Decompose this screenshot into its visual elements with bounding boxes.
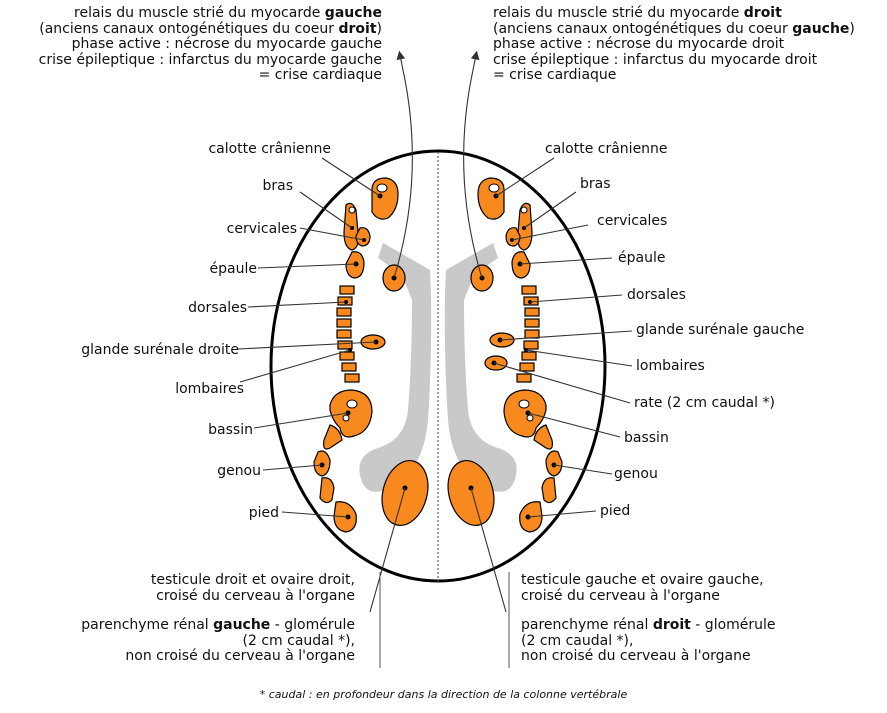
- top-right-line3: phase active : nécrose du myocarde droit: [493, 37, 855, 53]
- left-dorsal-seg: [337, 319, 351, 327]
- label-right-spleen: rate (2 cm caudal *): [634, 395, 775, 411]
- bottom-left-line4: (2 cm caudal *),: [81, 634, 355, 650]
- label-right-skull: calotte crânienne: [545, 141, 668, 157]
- label-right-pelvis: bassin: [624, 430, 669, 446]
- bottom-left-line3-post: - glomérule: [270, 617, 355, 633]
- bottom-right-line3: parenchyme rénal: [521, 617, 653, 633]
- right-leg-spot: [534, 425, 552, 449]
- label-left-shoulder: épaule: [210, 261, 257, 277]
- right-lumbar-seg: [517, 374, 531, 382]
- left-dorsal-seg: [338, 341, 352, 349]
- bottom-right-line3-bold: droit: [653, 617, 691, 633]
- label-left-pelvis: bassin: [208, 422, 253, 438]
- bottom-right-text-block: testicule gauche et ovaire gauche, crois…: [521, 573, 776, 665]
- left-dorsal-seg: [340, 286, 354, 294]
- top-right-line1: relais du muscle strié du myocarde: [493, 5, 744, 21]
- top-left-line2-bold: droit: [338, 21, 376, 37]
- top-left-line3: phase active : nécrose du myocarde gauch…: [39, 37, 382, 53]
- footnote: * caudal : en profondeur dans la directi…: [0, 688, 887, 701]
- left-dorsal-seg: [337, 308, 351, 316]
- bottom-left-text-block: testicule droit et ovaire droit, croisé …: [81, 573, 355, 665]
- top-right-line2: (anciens canaux ontogénétiques du coeur: [493, 21, 792, 37]
- top-left-line1: relais du muscle strié du myocarde: [74, 5, 325, 21]
- top-right-line5: = crise cardiaque: [493, 68, 855, 84]
- label-right-dorsal: dorsales: [627, 287, 686, 303]
- right-shin-spot: [542, 478, 556, 503]
- left-skull-spot: [372, 178, 398, 219]
- top-right-text-block: relais du muscle strié du myocarde droit…: [493, 6, 855, 84]
- top-left-text-block: relais du muscle strié du myocarde gauch…: [39, 6, 382, 84]
- label-left-skull: calotte crânienne: [208, 141, 331, 157]
- right-dorsal-seg: [525, 308, 539, 316]
- bottom-right-line4: (2 cm caudal *),: [521, 634, 776, 650]
- left-dorsal-seg: [337, 330, 351, 338]
- bottom-left-line3: parenchyme rénal: [81, 617, 213, 633]
- right-dorsal-seg: [522, 286, 536, 294]
- label-right-foot: pied: [600, 503, 630, 519]
- bottom-right-line5: non croisé du cerveau à l'organe: [521, 649, 776, 665]
- top-right-line4: crise épileptique : infarctus du myocard…: [493, 53, 855, 69]
- label-left-knee: genou: [217, 463, 261, 479]
- label-left-lumbar: lombaires: [175, 381, 244, 397]
- label-right-arm: bras: [580, 176, 611, 192]
- top-left-line4: crise épileptique : infarctus du myocard…: [39, 53, 382, 69]
- left-lumbar-seg: [340, 352, 354, 360]
- label-left-adrenal: glande surénale droite: [81, 342, 239, 358]
- right-skull-spot: [478, 178, 504, 219]
- label-right-shoulder: épaule: [618, 250, 665, 266]
- bottom-right-line1: testicule gauche et ovaire gauche,: [521, 573, 776, 589]
- label-left-cervical: cervicales: [227, 221, 297, 237]
- left-lumbar-seg: [345, 374, 359, 382]
- right-dorsal-seg: [525, 330, 539, 338]
- right-dorsal-seg: [524, 341, 538, 349]
- bottom-left-line1: testicule droit et ovaire droit,: [81, 573, 355, 589]
- top-right-line2-bold: gauche: [792, 21, 849, 37]
- label-left-foot: pied: [249, 505, 279, 521]
- label-right-adrenal: glande surénale gauche: [636, 322, 804, 338]
- top-right-line1-bold: droit: [744, 5, 782, 21]
- top-left-line2-post: ): [377, 21, 382, 37]
- left-shin-spot: [320, 478, 334, 503]
- bottom-right-line3-post: - glomérule: [691, 617, 776, 633]
- bottom-right-line2: croisé du cerveau à l'organe: [521, 589, 776, 605]
- label-left-arm: bras: [262, 178, 293, 194]
- label-right-cervical: cervicales: [597, 213, 667, 229]
- label-right-knee: genou: [614, 466, 658, 482]
- right-lumbar-seg: [522, 352, 536, 360]
- label-right-lumbar: lombaires: [636, 358, 705, 374]
- top-right-line2-post: ): [849, 21, 854, 37]
- right-dorsal-seg: [525, 319, 539, 327]
- top-left-line1-bold: gauche: [325, 5, 382, 21]
- left-lumbar-seg: [342, 363, 356, 371]
- left-leg-spot: [324, 425, 342, 449]
- bottom-left-line5: non croisé du cerveau à l'organe: [81, 649, 355, 665]
- bottom-left-line3-bold: gauche: [213, 617, 270, 633]
- top-left-line2: (anciens canaux ontogénétiques du coeur: [39, 21, 338, 37]
- label-left-dorsal: dorsales: [188, 300, 247, 316]
- bottom-left-line2: croisé du cerveau à l'organe: [81, 589, 355, 605]
- right-lumbar-seg: [520, 363, 534, 371]
- top-left-line5: = crise cardiaque: [39, 68, 382, 84]
